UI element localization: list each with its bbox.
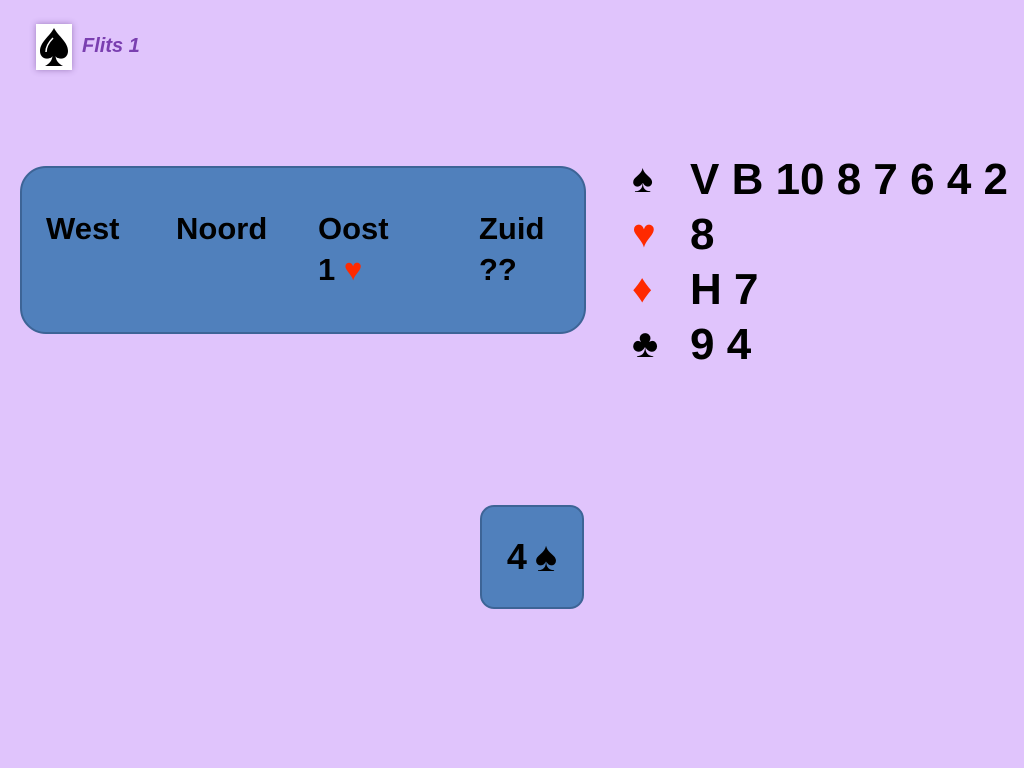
club-suit-icon: ♣ (632, 322, 659, 366)
diamond-cards: H 7 (690, 264, 759, 314)
bidding-column-zuid: Zuid ?? (479, 208, 544, 290)
oost-bid: 1 ♥ (318, 249, 389, 290)
player-hand: ♠ V B 10 8 7 6 4 2 ♥ 8 ♦ H 7 ♣ 9 4 (632, 152, 1008, 372)
bidding-column-oost: Oost 1 ♥ (318, 208, 389, 290)
spade-cards: V B 10 8 7 6 4 2 (690, 154, 1008, 204)
zuid-bid: ?? (479, 252, 517, 287)
player-west-label: West (46, 211, 120, 246)
spade-logo-graphic (40, 28, 68, 66)
player-noord-label: Noord (176, 211, 268, 246)
answer-level: 4 (506, 536, 527, 577)
bidding-column-west: West (46, 208, 120, 249)
heart-cards: 8 (690, 209, 715, 259)
hand-row-clubs: ♣ 9 4 (632, 317, 1008, 372)
spade-suit-icon: ♠ (534, 533, 558, 580)
answer-button-4-spades[interactable]: 4 ♠ (480, 505, 584, 609)
hand-row-hearts: ♥ 8 (632, 207, 1008, 262)
slide-title: Flits 1 (82, 35, 140, 57)
spade-suit-icon: ♠ (632, 157, 654, 201)
hand-row-diamonds: ♦ H 7 (632, 262, 1008, 317)
hand-row-spades: ♠ V B 10 8 7 6 4 2 (632, 152, 1008, 207)
spade-logo-icon (36, 24, 72, 70)
heart-suit-icon: ♥ (343, 252, 363, 287)
diamond-suit-icon: ♦ (632, 267, 653, 311)
bidding-column-noord: Noord (176, 208, 267, 249)
club-cards: 9 4 (690, 319, 752, 369)
player-zuid-label: Zuid (479, 211, 545, 246)
player-oost-label: Oost (318, 211, 389, 246)
heart-suit-icon: ♥ (632, 212, 656, 256)
bidding-box: West Noord Oost 1 ♥ Zuid ?? (20, 166, 586, 334)
oost-bid-level: 1 (318, 252, 336, 287)
